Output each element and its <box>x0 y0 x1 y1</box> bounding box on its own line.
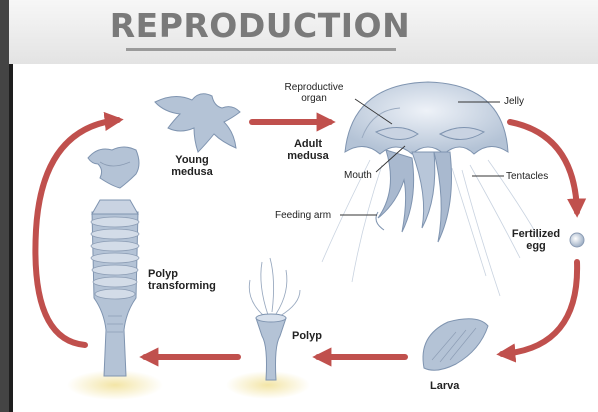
label-jelly: Jelly <box>504 96 524 107</box>
larva-illustration <box>423 319 488 370</box>
fertilized-egg-illustration <box>570 233 584 247</box>
polyp-illustration <box>249 258 300 380</box>
label-reproductive-organ: Reproductive organ <box>272 82 356 104</box>
label-fertilized-egg: Fertilized egg <box>504 228 568 252</box>
slide-left-bar-inner <box>9 64 13 412</box>
label-tentacles: Tentacles <box>506 171 548 182</box>
label-polyp: Polyp <box>292 330 322 342</box>
arrow-egg-to-larva <box>502 262 577 354</box>
slide-left-bar <box>0 0 9 412</box>
label-polyp-transforming: Polyp transforming <box>148 268 216 292</box>
label-larva: Larva <box>430 380 459 392</box>
arrow-adult-to-egg <box>510 122 577 212</box>
label-feeding-arm: Feeding arm <box>275 210 331 221</box>
label-adult-medusa: Adult medusa <box>280 138 336 162</box>
polyp-transforming-illustration <box>91 200 139 376</box>
label-mouth: Mouth <box>344 170 372 181</box>
label-young-medusa: Young medusa <box>164 154 220 178</box>
adult-medusa-illustration <box>322 82 540 296</box>
